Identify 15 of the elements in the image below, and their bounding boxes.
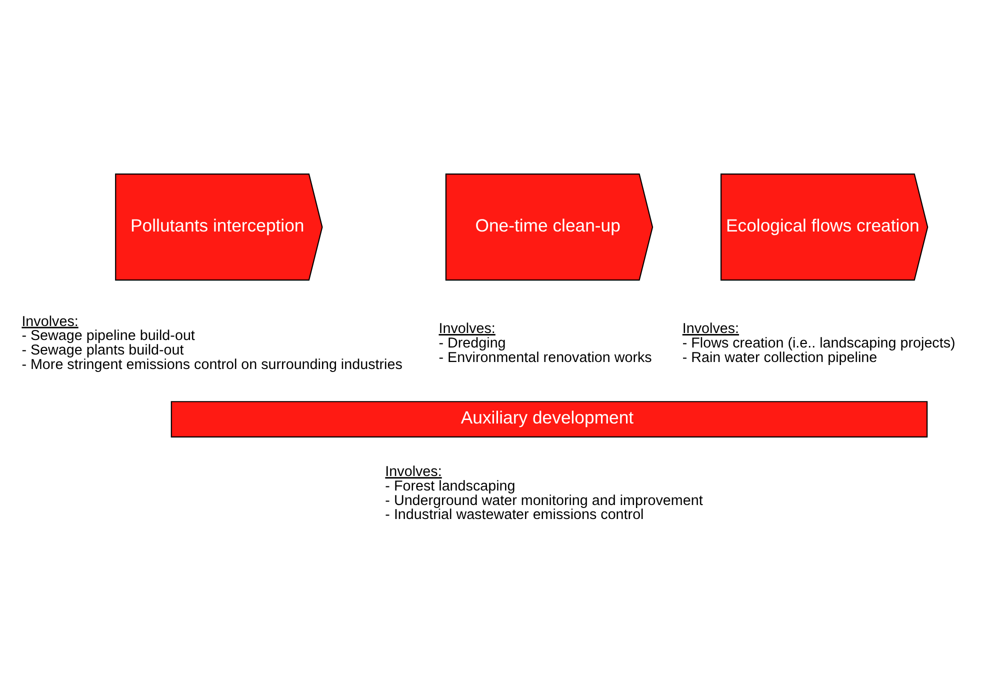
node-label: Involves: bbox=[22, 314, 78, 330]
node-label: - Sewage pipeline build-out bbox=[22, 328, 195, 344]
node-label: Involves: bbox=[385, 464, 442, 480]
node-label: Involves: bbox=[438, 321, 496, 338]
node-label: - Underground water monitoring and improvement bbox=[385, 492, 703, 509]
node-box: Auxiliary development bbox=[170, 401, 928, 438]
node-label: - Forest landscaping bbox=[385, 478, 516, 494]
node-label: - More stringent emissions control on surrounding industries bbox=[22, 356, 402, 373]
node-label: - Rain water collection pipeline bbox=[682, 350, 878, 366]
node-label: - Environmental renovation works bbox=[438, 350, 652, 366]
node-label: Involves: bbox=[682, 321, 740, 338]
node-label: - Sewage plants build-out bbox=[22, 342, 184, 359]
node-label: - Dredging bbox=[438, 335, 506, 352]
node-label: - Flows creation (i.e.. landscaping projects) bbox=[682, 335, 956, 352]
node-label: - Industrial wastewater emissions control bbox=[385, 507, 644, 524]
